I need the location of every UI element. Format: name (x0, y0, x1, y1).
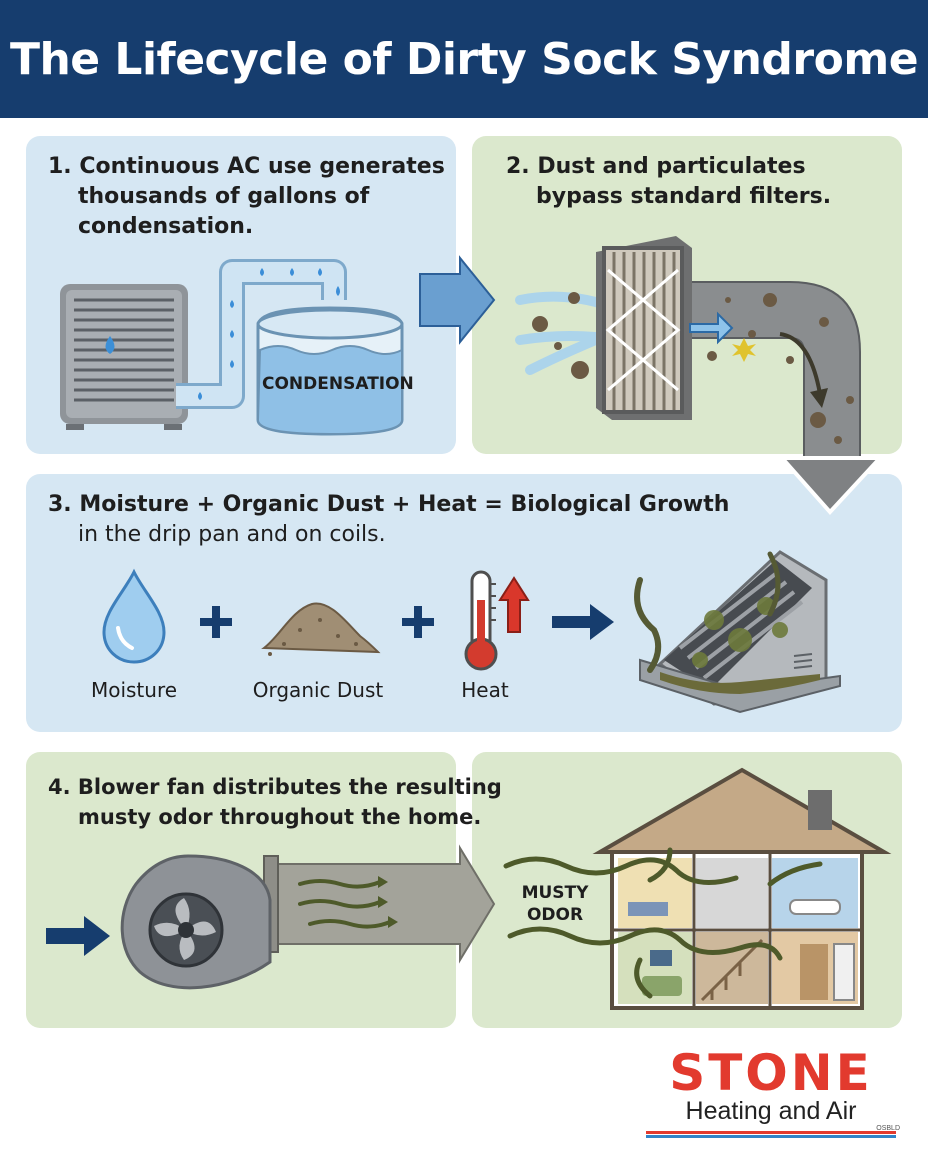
title-banner: The Lifecycle of Dirty Sock Syndrome (0, 0, 928, 118)
step1-line3: condensation. (78, 214, 254, 239)
step2-text: 2. Dust and particulates bypass standard… (506, 152, 831, 212)
moldy-coil-icon (634, 550, 841, 714)
house-icon (592, 767, 892, 1010)
musty-odor-line1: MUSTY (521, 883, 589, 903)
step3-line2: in the drip pan and on coils. (78, 522, 386, 547)
step1-text: 1. Continuous AC use generates thousands… (48, 152, 445, 242)
intake-arrow-icon (46, 916, 110, 956)
logo-blue-line (646, 1135, 896, 1138)
step4-text: 4. Blower fan distributes the resulting … (48, 772, 502, 832)
air-filter-icon (596, 236, 692, 420)
step1-line2: thousands of gallons of (78, 184, 370, 209)
result-arrow-icon (552, 604, 614, 640)
musty-odor-label: MUSTY ODOR (510, 882, 600, 926)
water-drop-icon (102, 568, 166, 664)
step4-line1: 4. Blower fan distributes the resulting (48, 775, 502, 799)
condensation-tank-icon (256, 306, 404, 436)
moisture-label: Moisture (90, 678, 178, 702)
step3-line1: 3. Moisture + Organic Dust + Heat = Biol… (48, 492, 730, 517)
thermometer-icon (464, 570, 498, 671)
ac-unit-icon (60, 284, 188, 430)
condensation-tank-label: CONDENSATION (262, 374, 414, 394)
plus-icon (402, 606, 434, 638)
page-title: The Lifecycle of Dirty Sock Syndrome (9, 33, 919, 85)
odor-waves-icon (298, 879, 392, 929)
house-odor-waves-icon (503, 847, 823, 999)
dust-pile-icon (261, 602, 381, 656)
plus-icon (200, 606, 232, 638)
step1-line1: 1. Continuous AC use generates (48, 154, 445, 179)
step2-line2: bypass standard filters. (536, 184, 832, 209)
musty-odor-line2: ODOR (526, 905, 584, 925)
logo-tagline: Heating and Air (685, 1097, 857, 1125)
logo-wordmark: STONE (669, 1044, 873, 1102)
dust-particles-icon (532, 292, 854, 444)
step4-line2: musty odor throughout the home. (78, 805, 482, 829)
step3-text: 3. Moisture + Organic Dust + Heat = Biol… (48, 490, 729, 550)
blower-fan-icon (120, 854, 272, 990)
organic-dust-label: Organic Dust (252, 678, 384, 702)
logo-license: OSBLD (876, 1125, 900, 1132)
heat-label: Heat (461, 678, 509, 702)
condensation-pipe (176, 259, 347, 409)
step2-line1: 2. Dust and particulates (506, 154, 806, 179)
heat-up-arrow-icon (498, 576, 530, 633)
stone-logo: STONE Heating and Air OSBLD (640, 1044, 902, 1138)
logo-red-line (646, 1131, 896, 1134)
